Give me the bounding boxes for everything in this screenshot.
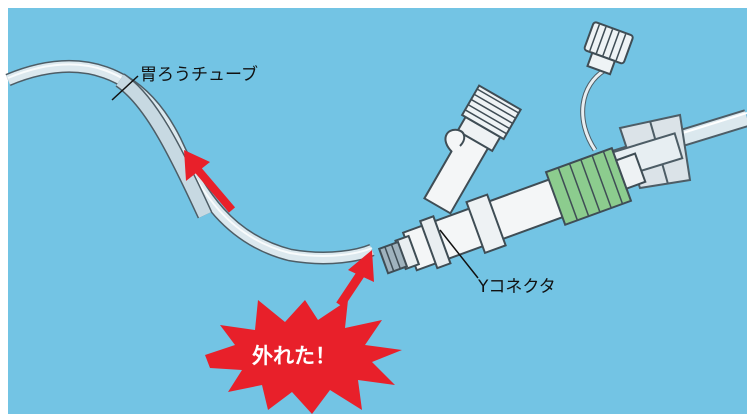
branch-loop bbox=[444, 128, 466, 153]
red-starburst bbox=[205, 300, 402, 414]
tube-label: 胃ろうチューブ bbox=[140, 64, 258, 85]
red-arrow-up-right bbox=[336, 250, 374, 308]
cap-tether bbox=[580, 67, 607, 152]
burst-label: 外れた！ bbox=[252, 344, 336, 368]
connector-label: Yコネクタ bbox=[477, 277, 556, 297]
top-cap bbox=[583, 21, 634, 76]
background-panel bbox=[8, 8, 747, 414]
y-connector bbox=[377, 146, 647, 275]
connector-leader-line bbox=[439, 229, 479, 279]
tube-leader-line bbox=[111, 75, 139, 101]
red-arrow-up-left bbox=[184, 150, 236, 213]
y-branch-port bbox=[423, 84, 523, 215]
gastrostomy-tube bbox=[5, 60, 375, 265]
